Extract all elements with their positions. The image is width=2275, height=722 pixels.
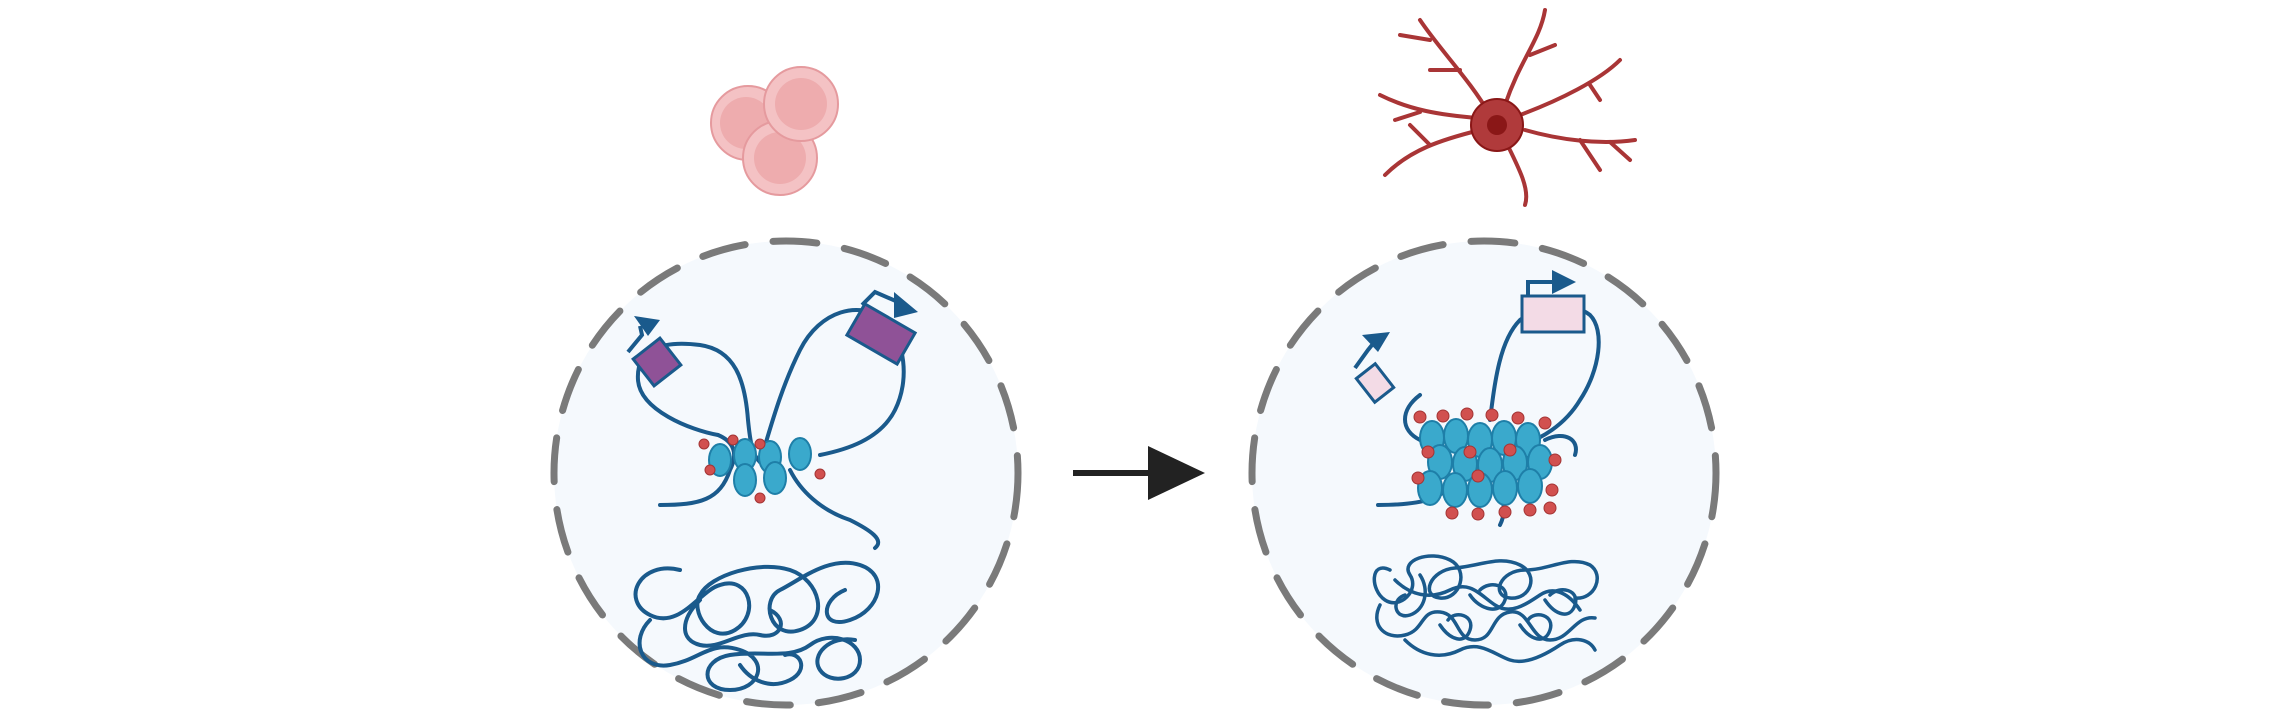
methylation-mark-icon (1436, 409, 1450, 423)
nucleosome-cluster (1417, 418, 1553, 508)
neuron-soma (1470, 98, 1524, 152)
gene-promoter-icon (1353, 332, 1396, 405)
nucleosome-icon (763, 461, 787, 495)
gene-promoter-icon (1520, 270, 1586, 334)
nucleosome-icon (733, 463, 757, 497)
gene-promoter-icon (844, 289, 918, 367)
methylation-mark-icon (1498, 505, 1512, 519)
tangled-dna (1372, 554, 1599, 663)
gene-promoter-icon (626, 316, 683, 388)
methylation-mark-icon (1411, 471, 1425, 485)
methylation-mark-icon (754, 438, 766, 450)
methylation-mark-icon (1545, 483, 1559, 497)
methylation-mark-icon (1471, 507, 1485, 521)
nucleosome-icon (788, 437, 812, 471)
methylation-mark-icon (704, 464, 716, 476)
transition-arrow-icon (1073, 446, 1205, 500)
methylation-marks (1411, 407, 1562, 521)
methylation-mark-icon (1503, 443, 1517, 457)
methylation-mark-icon (698, 438, 710, 450)
methylation-mark-icon (1548, 453, 1562, 467)
nucleosome-icon (1517, 468, 1543, 504)
nucleus-after (1248, 237, 1720, 709)
methylation-mark-icon (1538, 416, 1552, 430)
methylation-mark-icon (1471, 469, 1485, 483)
methylation-marks (698, 434, 826, 504)
stem-cell-cluster-icon (710, 66, 839, 196)
methylation-mark-icon (1413, 410, 1427, 424)
methylation-mark-icon (814, 468, 826, 480)
methylation-mark-icon (754, 492, 766, 504)
tangled-dna (633, 560, 881, 692)
methylation-mark-icon (1485, 408, 1499, 422)
methylation-mark-icon (1445, 506, 1459, 520)
methylation-mark-icon (1463, 445, 1477, 459)
stem-cell (763, 66, 839, 142)
methylation-mark-icon (1523, 503, 1537, 517)
nucleus-before (550, 237, 1022, 709)
methylation-mark-icon (1511, 411, 1525, 425)
methylation-mark-icon (1421, 445, 1435, 459)
methylation-mark-icon (1460, 407, 1474, 421)
methylation-mark-icon (1543, 501, 1557, 515)
nucleosome-icon (1442, 472, 1468, 508)
nucleosome-icon (1492, 470, 1518, 506)
methylation-mark-icon (727, 434, 739, 446)
